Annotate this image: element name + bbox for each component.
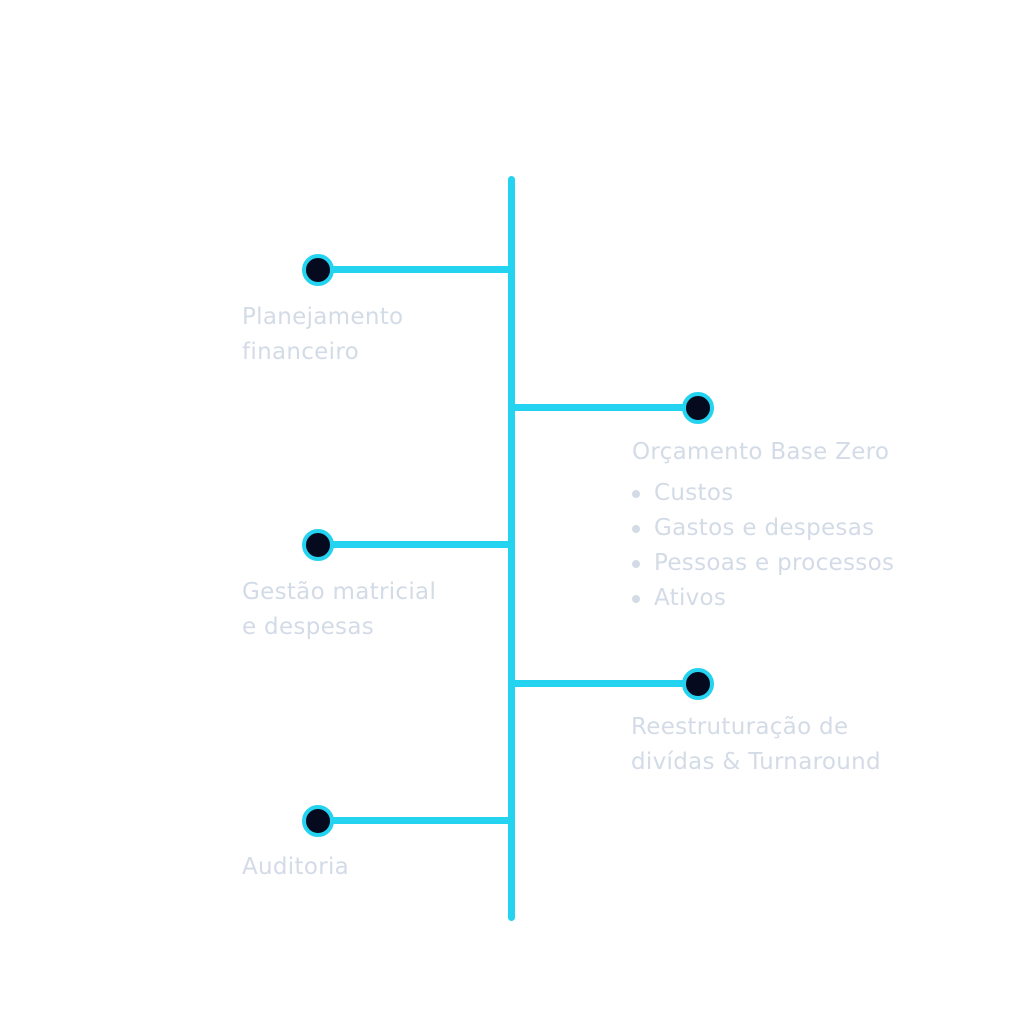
timeline-node-4 [682,668,714,700]
bullet-item: Gastos e despesas [632,511,894,546]
label-planejamento: Planejamento financeiro [242,300,403,370]
label-auditoria: Auditoria [242,850,349,885]
timeline-node-5 [302,805,334,837]
timeline-node-1 [302,254,334,286]
label-line: Planejamento [242,304,404,330]
branch-right-1 [512,404,697,411]
label-gestao: Gestão matricial e despesas [242,575,436,645]
branch-left-3 [320,817,512,824]
branch-left-2 [320,541,512,548]
label-line: e despesas [242,614,375,640]
branch-left-1 [320,266,512,273]
timeline-spine [508,176,515,921]
label-line: divídas & Turnaround [631,749,881,775]
bullet-list: Custos Gastos e despesas Pessoas e proce… [632,476,894,616]
label-line: Gestão matricial [242,579,437,605]
branch-right-2 [512,680,697,687]
label-orcamento: Orçamento Base Zero Custos Gastos e desp… [632,435,894,616]
bullet-item: Pessoas e processos [632,546,894,581]
bullet-item: Custos [632,476,894,511]
label-title: Orçamento Base Zero [632,439,890,465]
label-line: Reestruturação de [631,714,849,740]
timeline-node-2 [682,392,714,424]
bullet-item: Ativos [632,581,894,616]
label-title: Auditoria [242,854,350,880]
label-line: financeiro [242,339,359,365]
timeline-node-3 [302,529,334,561]
label-reestruturacao: Reestruturação de divídas & Turnaround [631,710,881,780]
